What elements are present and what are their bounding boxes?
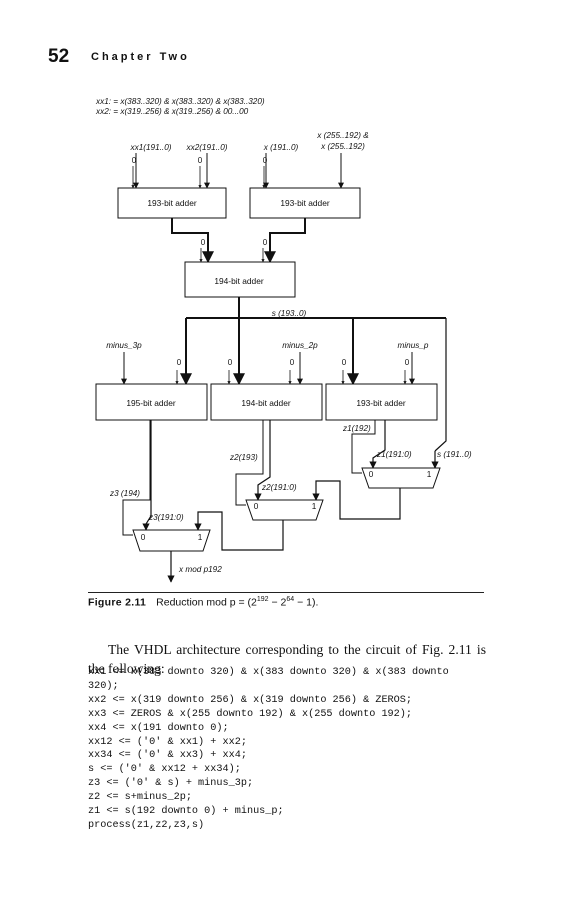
input-label-xx1: xx1(191..0) [130,143,172,152]
wire-z2-select [235,420,264,506]
code-line: 320); [88,680,119,692]
wire-s191-bypass [434,318,447,452]
adder-193-bottom [325,383,438,421]
input-label-x255-first: x (255..192) & [316,131,369,140]
code-line: s <= ('0' & xx12 + xx34); [88,764,241,776]
label-z1-191: z1(191:0) [376,450,412,459]
input-label-x191: x (191..0) [263,143,299,152]
code-line: z3 <= ('0' & s) + minus_3p; [88,778,254,790]
signal-label-s: s (193..0) [272,309,307,318]
input-label-x255-second: x (255..192) [320,142,365,151]
figure-number: Figure 2.11 [88,596,147,609]
carry-in-label-7: 0 [228,358,233,367]
caption-exponent-1: 192 [256,596,269,603]
wire-z3-data [142,420,152,531]
caption-text-start: Reduction mod p = (2 [156,596,257,609]
label-z2-193: z2(193) [229,453,258,462]
mux-z2-input-1: 1 [312,502,317,511]
wire-sum-left [171,218,214,264]
mux-z3 [132,529,211,552]
carry-in-label-2: 0 [198,156,203,165]
adder-193-top-right [249,187,361,219]
xx2-definition: xx2: = x(319..256) & x(319..256) & 00...… [95,107,249,116]
figure-caption: Figure 2.11 Reduction mod p = (2192 − 264… [88,596,318,609]
code-line: xx34 <= ('0' & xx3) + xx4; [88,750,247,762]
code-line: process(z1,z2,z3,s) [88,819,205,831]
wire-mux-z1-out [312,480,401,520]
code-line: xx2 <= x(319 downto 256) & x(319 downto … [88,694,413,706]
code-line: xx12 <= ('0' & xx1) + xx2; [88,736,247,748]
adder-194-bottom-label: 194-bit adder [241,398,291,408]
label-z3-191: z3(191:0) [148,513,184,522]
adder-193-bottom-label: 193-bit adder [356,398,406,408]
label-z2-191: z2(191:0) [261,483,297,492]
code-line: xx4 <= x(191 downto 0); [88,722,229,734]
mux-z1-input-1: 1 [427,470,432,479]
caption-exponent-2: 64 [286,596,295,603]
label-z3-194: z3 (194) [109,489,140,498]
input-label-xx2: xx2(191..0) [186,143,228,152]
mux-z3-input-0: 0 [141,533,146,542]
adder-193-top-left [117,187,227,219]
carry-in-label-9: 0 [342,358,347,367]
xx1-definition: xx1: = x(383..320) & x(383..320) & x(383… [95,97,265,106]
label-s-191: s (191..0) [437,450,472,459]
mux-z1 [361,467,441,489]
running-head: Chapter Two [91,51,190,63]
adder-194-bottom [210,383,323,421]
label-z1-192: z1(192) [342,424,371,433]
body-paragraph: The VHDL architecture corresponding to t… [88,641,486,676]
circuit-figure: xx1: = x(383..320) & x(383..320) & x(383… [95,97,472,583]
label-minus-p: minus_p [398,341,429,350]
adder-194-mid-label: 194-bit adder [214,276,264,286]
code-line: z1 <= s(192 downto 0) + minus_p; [88,806,284,818]
adder-193-top-right-label: 193-bit adder [280,198,330,208]
wire-z1-data [369,420,386,469]
vhdl-code-block: xx1 <= x(383 downto 320) & x(383 downto … [88,666,488,833]
mux-z2 [245,499,324,521]
caption-text-end: − 1). [294,596,319,609]
caption-rule [88,592,484,593]
code-line: xx3 <= ZEROS & x(255 downto 192) & x(255… [88,708,413,720]
label-minus-2p: minus_2p [282,341,318,350]
label-minus-3p: minus_3p [106,341,142,350]
page-number: 52 [48,46,70,67]
wire-z3-select [122,420,151,536]
carry-in-label-6: 0 [177,358,182,367]
code-line: xx1 <= x(383 downto 320) & x(383 downto … [88,667,449,678]
carry-in-label-3: 0 [263,156,268,165]
wire-sum-right [264,218,306,264]
caption-text-middle: − 2 [268,596,287,609]
carry-in-label-1: 0 [132,156,137,165]
carry-in-label-8: 0 [290,358,295,367]
wire-mux-z2-out [194,511,284,551]
mux-z2-input-0: 0 [254,502,259,511]
carry-in-label-4: 0 [201,238,206,247]
wire-z2-data [254,420,271,501]
carry-in-label-5: 0 [263,238,268,247]
output-label: x mod p192 [178,565,222,574]
wire-z1-select [351,420,376,474]
mux-z1-input-0: 0 [369,470,374,479]
code-line: z2 <= s+minus_2p; [88,792,192,804]
circuit-diagram: xx1: = x(383..320) & x(383..320) & x(383… [95,97,472,583]
carry-in-label-10: 0 [405,358,410,367]
adder-193-top-left-label: 193-bit adder [147,198,197,208]
adder-195-label: 195-bit adder [126,398,176,408]
mux-z3-input-1: 1 [198,533,203,542]
